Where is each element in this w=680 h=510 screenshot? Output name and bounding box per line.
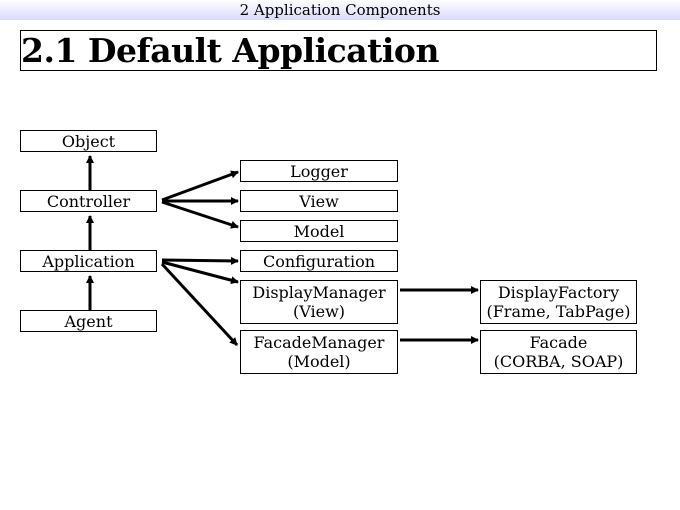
edge-application-to-facade-manager xyxy=(160,262,239,347)
node-controller: Controller xyxy=(20,190,157,212)
node-display-factory-note: (Frame, TabPage) xyxy=(486,302,631,321)
header-band xyxy=(0,0,680,20)
node-model: Model xyxy=(240,220,398,242)
node-object: Object xyxy=(20,130,157,152)
title-box: 2.1 Default Application xyxy=(20,30,657,71)
node-view: View xyxy=(240,190,398,212)
node-logger-label: Logger xyxy=(290,161,348,181)
node-facade-manager-name: FacadeManager xyxy=(253,333,385,352)
node-facade-name: Facade xyxy=(529,333,588,352)
node-object-label: Object xyxy=(61,131,116,151)
page-title: 2.1 Default Application xyxy=(21,31,439,70)
node-facade: Facade (CORBA, SOAP) xyxy=(480,330,637,374)
node-facade-note: (CORBA, SOAP) xyxy=(493,352,624,371)
node-view-label: View xyxy=(299,191,339,211)
node-application-label: Application xyxy=(42,251,135,271)
node-model-label: Model xyxy=(293,221,345,241)
edge-controller-to-model xyxy=(161,200,239,229)
node-facade-manager-note: (Model) xyxy=(287,352,351,371)
node-display-manager-note: (View) xyxy=(292,302,346,321)
node-display-factory-name: DisplayFactory xyxy=(497,283,620,302)
node-configuration-label: Configuration xyxy=(262,251,376,271)
node-application: Application xyxy=(20,250,157,272)
section-header: 2 Application Components xyxy=(239,1,441,19)
node-configuration: Configuration xyxy=(240,250,398,272)
node-display-manager: DisplayManager (View) xyxy=(240,280,398,324)
node-logger: Logger xyxy=(240,160,398,182)
edge-application-to-display-manager xyxy=(161,260,239,285)
edge-controller-to-logger xyxy=(161,170,239,202)
node-display-manager-name: DisplayManager xyxy=(252,283,386,302)
node-display-factory: DisplayFactory (Frame, TabPage) xyxy=(480,280,637,324)
node-facade-manager: FacadeManager (Model) xyxy=(240,330,398,374)
edge-application-to-configuration xyxy=(161,256,239,265)
node-controller-label: Controller xyxy=(46,191,131,211)
node-agent-label: Agent xyxy=(64,311,113,331)
node-agent: Agent xyxy=(20,310,157,332)
